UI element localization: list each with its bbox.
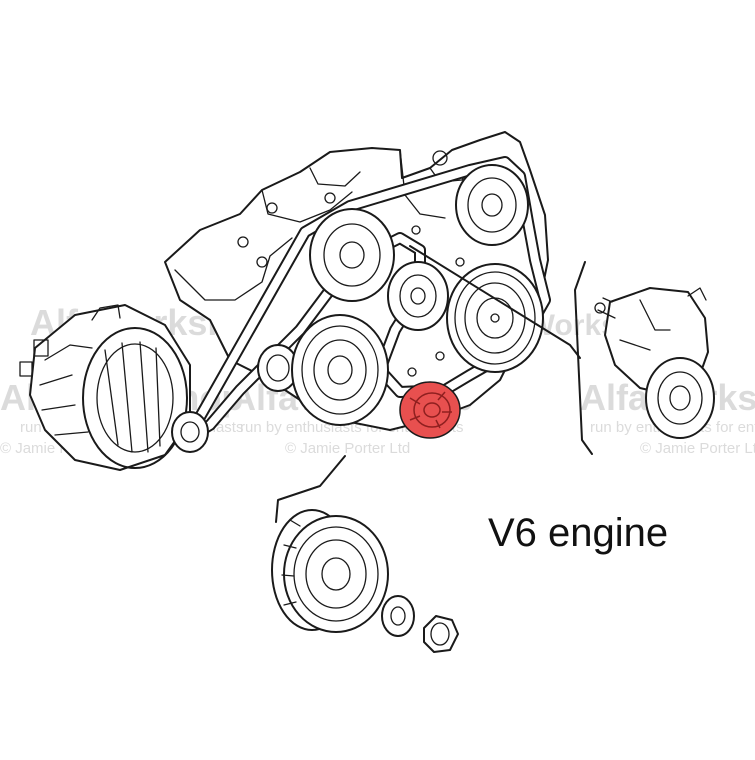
ac-compressor-pulley: [446, 263, 544, 373]
leader-crankshaft: [275, 455, 346, 523]
crankshaft-pulley: [271, 509, 389, 633]
idler-pulley-lower-left: [171, 411, 209, 453]
leader-tensioner: [409, 245, 593, 455]
diagram-title: V6 engine: [488, 511, 668, 555]
highlighted-idler-pulley: [399, 381, 461, 439]
power-steering-pulley: [455, 164, 529, 246]
watermark-copyright-right: © Jamie Porter Ltd: [640, 440, 755, 457]
watermark-copyright-center: © Jamie Porter Ltd: [285, 440, 410, 457]
nut: [423, 615, 459, 653]
washer: [381, 595, 415, 637]
tensioner-pulley-engine: [387, 261, 449, 331]
water-pump-pulley: [309, 208, 395, 302]
tensioner-assembly: [594, 287, 715, 439]
crankshaft-pulley-engine: [291, 314, 389, 426]
